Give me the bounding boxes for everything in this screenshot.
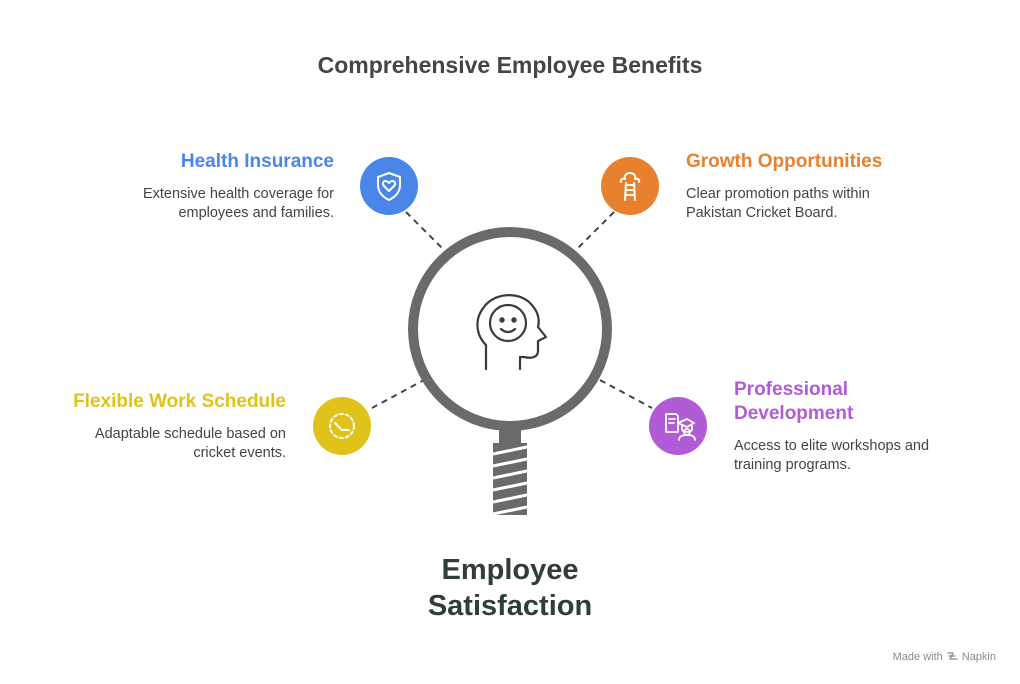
footer-brand: Napkin: [961, 651, 996, 663]
napkin-logo-icon: [947, 650, 958, 664]
connector-growth: [575, 211, 615, 251]
footer-attribution[interactable]: Made with Napkin: [893, 650, 996, 664]
flexible-schedule-title: Flexible Work Schedule: [73, 391, 286, 412]
center-label: Employee Satisfaction: [427, 554, 593, 622]
head-smile-icon: [466, 287, 554, 375]
magnifier-lens: [408, 227, 612, 431]
diagram-title: Comprehensive Employee Benefits: [317, 52, 703, 78]
professional-development-title: Professional Development: [734, 379, 854, 424]
certificate-graduate-icon: [665, 413, 696, 441]
growth-opportunities-title: Growth Opportunities: [686, 151, 883, 172]
professional-development-badge: [649, 397, 707, 455]
professional-development-desc: Access to elite workshops and training p…: [734, 438, 930, 473]
flexible-schedule-badge: [313, 397, 371, 455]
footer-made-with: Made with: [892, 651, 943, 663]
health-insurance-desc: Extensive health coverage for employees …: [142, 186, 334, 221]
health-insurance-title: Health Insurance: [180, 151, 334, 172]
connector-professional: [599, 379, 653, 409]
growth-opportunities-badge: [601, 157, 659, 215]
magnifier-handle: [492, 428, 528, 516]
connector-health: [405, 211, 445, 251]
ladder-icon: [619, 172, 641, 201]
growth-opportunities-desc: Clear promotion paths within Pakistan Cr…: [686, 186, 870, 221]
clock-icon: [329, 413, 355, 439]
flexible-schedule-desc: Adaptable schedule based on cricket even…: [94, 426, 286, 461]
health-insurance-badge: [360, 157, 418, 215]
shield-heart-icon: [377, 172, 401, 201]
connector-flexible: [371, 379, 425, 409]
